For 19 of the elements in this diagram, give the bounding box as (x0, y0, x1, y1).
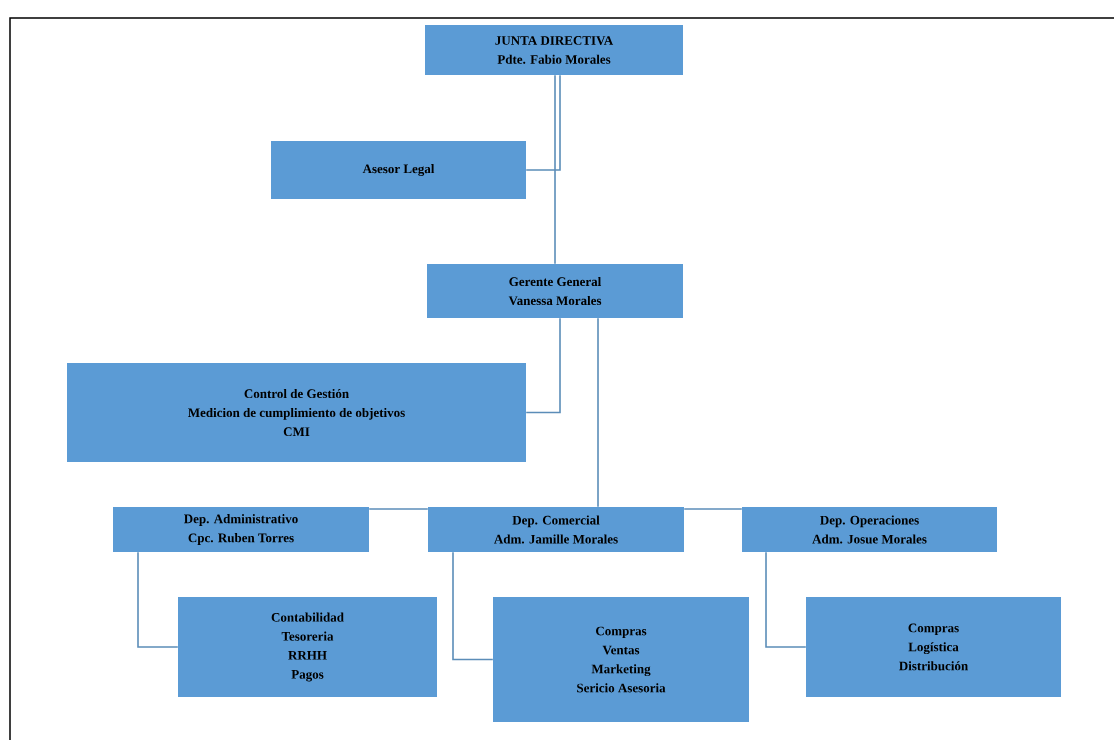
connector-line (525, 74, 561, 171)
org-box: Compras Ventas Marketing Sericio Asesoria (493, 597, 749, 722)
org-box: Dep. Operaciones Adm. Josue Morales (742, 507, 997, 552)
org-box: Dep. Comercial Adm. Jamille Morales (428, 507, 684, 552)
org-box: JUNTA DIRECTIVA Pdte. Fabio Morales (425, 25, 683, 75)
org-box: Gerente General Vanessa Morales (427, 264, 683, 318)
org-box: Asesor Legal (271, 141, 526, 199)
org-box: Dep. Administrativo Cpc. Ruben Torres (113, 507, 369, 552)
connector-line (452, 551, 494, 661)
org-box: Control de Gestión Medicion de cumplimiento de objetivos CMI (67, 363, 526, 462)
connector-line (765, 551, 807, 648)
connector-line (554, 74, 556, 265)
connector-line (525, 317, 561, 414)
org-box: Compras Logística Distribución (806, 597, 1061, 697)
connector-line (368, 508, 429, 510)
connector-line (683, 508, 743, 510)
org-box: Contabilidad Tesoreria RRHH Pagos (178, 597, 437, 697)
connector-line (137, 551, 179, 648)
connector-line (597, 317, 599, 508)
